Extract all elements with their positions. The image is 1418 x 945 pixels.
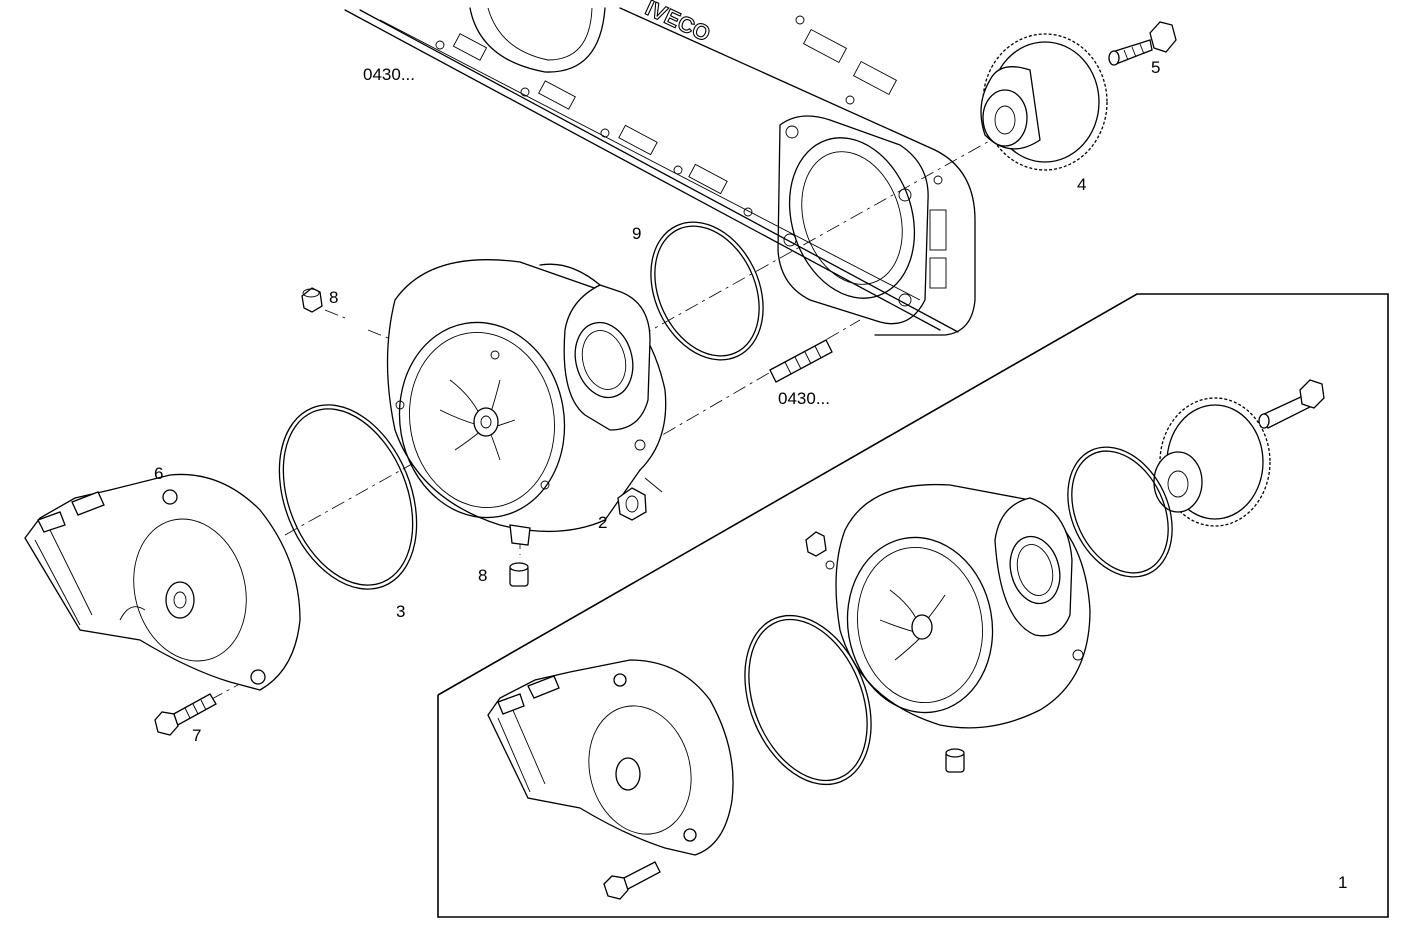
pump-cover-part-6 [24, 473, 301, 691]
kit-plug-upper [805, 531, 827, 557]
kit-cover-bolt [603, 861, 661, 900]
callout-ref-top: 0430... [363, 65, 415, 84]
callout-7: 7 [192, 726, 201, 745]
callout-2: 2 [598, 513, 607, 532]
gear-part-4 [980, 33, 1108, 171]
callout-5: 5 [1151, 58, 1160, 77]
kit-o-ring-small [744, 614, 872, 786]
o-ring-part-3 [278, 404, 418, 590]
bolt-part-7 [154, 693, 217, 736]
callout-9: 9 [632, 224, 641, 243]
kit-assembly-frame [437, 293, 1389, 918]
kit-bolt [1258, 379, 1325, 429]
stud-bolt [769, 339, 833, 383]
kit-gear [1153, 397, 1271, 527]
water-pump-body [386, 259, 667, 546]
callout-8-upper: 8 [329, 288, 338, 307]
callout-4: 4 [1077, 175, 1086, 194]
kit-pump-cover [487, 659, 734, 856]
callout-ref-mid: 0430... [778, 389, 830, 408]
callout-6: 6 [154, 464, 163, 483]
o-ring-part-9 [650, 221, 764, 361]
callout-1: 1 [1338, 873, 1347, 892]
nut-part-2 [617, 477, 663, 521]
callout-8-lower: 8 [478, 566, 487, 585]
kit-o-ring-large [1067, 446, 1173, 578]
callout-3: 3 [396, 602, 405, 621]
plug-part-8-upper [301, 287, 323, 313]
plug-part-8-lower [509, 562, 529, 587]
bolt-part-5 [1108, 21, 1177, 66]
kit-plug-lower [945, 748, 965, 773]
kit-pump-body [825, 483, 1091, 729]
